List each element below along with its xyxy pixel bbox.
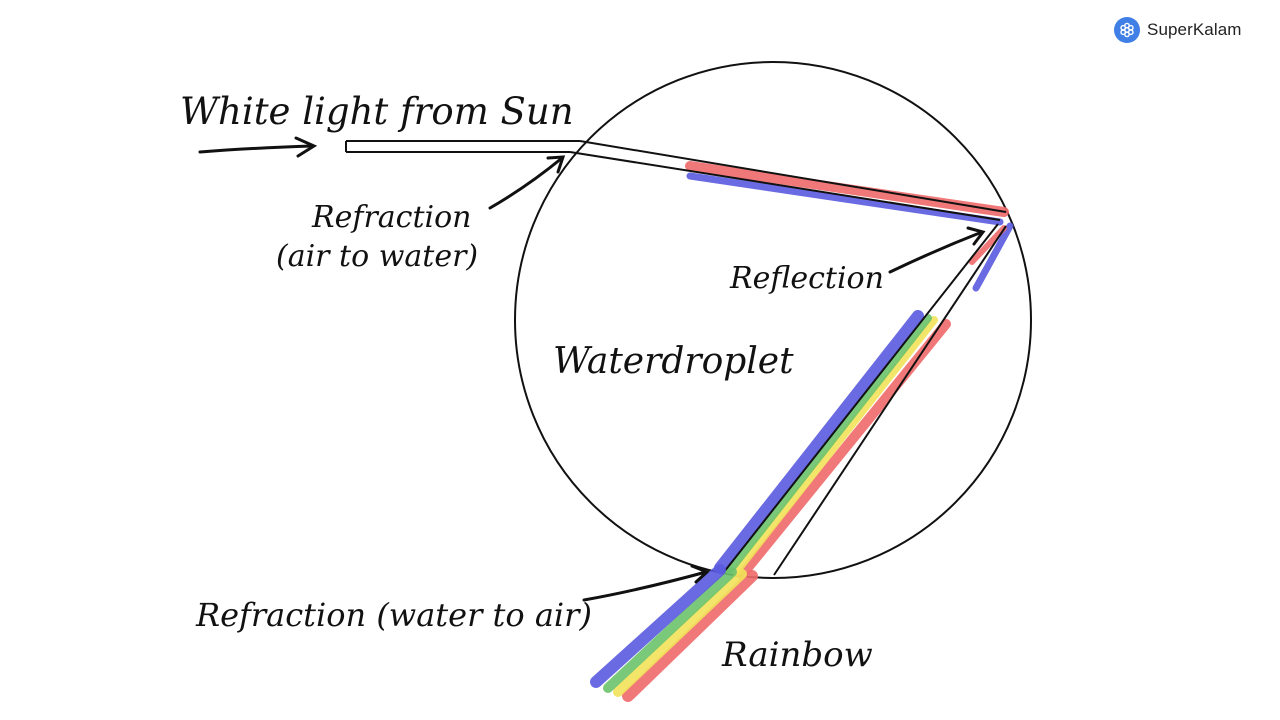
label-refraction-in: Refraction — [311, 200, 472, 235]
label-water-droplet: Waterdroplet — [553, 341, 794, 382]
label-refraction-in-detail: (air to water) — [276, 239, 478, 274]
brand-watermark: SuperKalam — [1114, 16, 1242, 44]
refraction-in-arrow — [488, 155, 566, 210]
reflection-arrow — [888, 226, 986, 274]
water-droplet-circle — [514, 61, 1032, 579]
exit-rainbow-beam — [590, 564, 758, 702]
reflection-point-beam — [969, 222, 1014, 292]
refracted-color-beam — [569, 140, 1009, 226]
brand-name: SuperKalam — [1147, 20, 1242, 39]
refraction-out-arrow — [582, 564, 710, 602]
reflected-color-beam — [714, 223, 1007, 580]
label-reflection: Reflection — [729, 261, 884, 296]
label-refraction-out: Refraction (water to air) — [195, 596, 592, 634]
incoming-light-arrow — [198, 136, 318, 158]
label-rainbow: Rainbow — [721, 635, 873, 675]
superkalam-logo-icon — [1114, 17, 1140, 43]
label-white-light: White light from Sun — [180, 90, 574, 133]
white-light-beam — [345, 140, 580, 153]
